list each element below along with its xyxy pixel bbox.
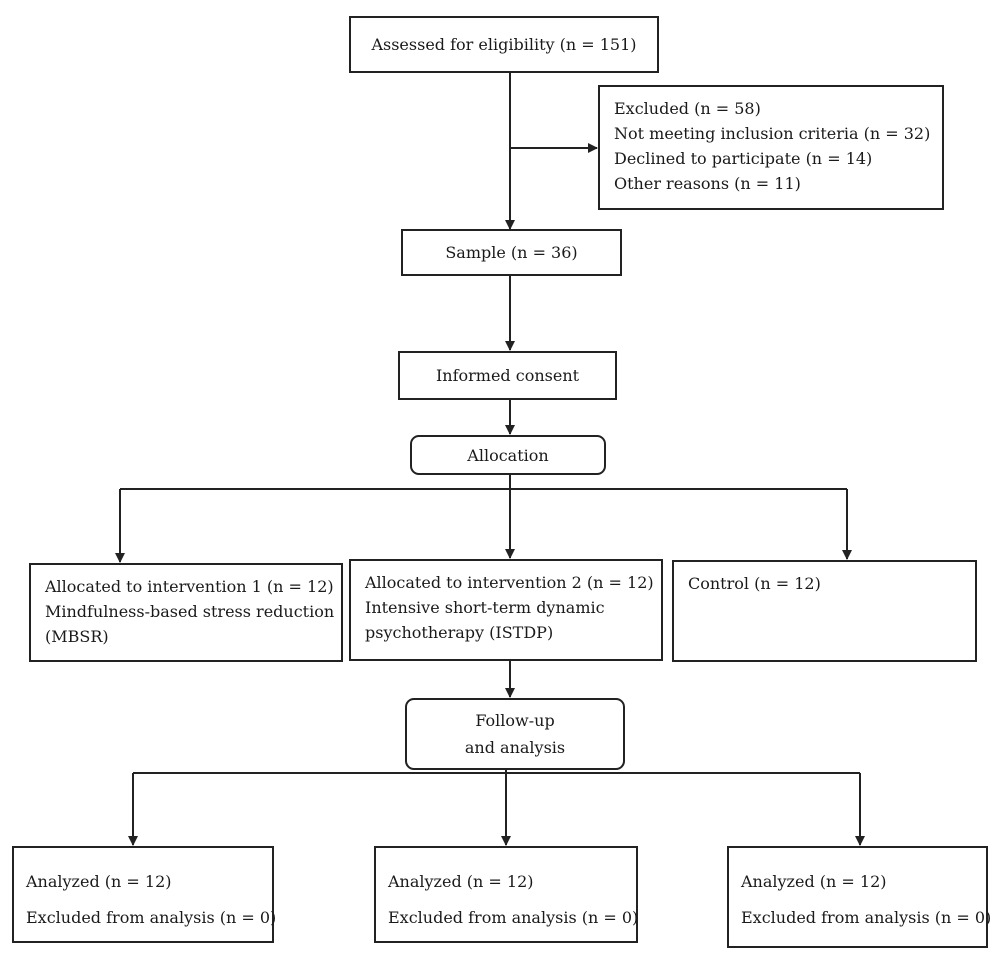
eligibility-box: Assessed for eligibility (n = 151): [349, 16, 659, 73]
intervention-2-line-3: psychotherapy (ISTDP): [365, 623, 554, 642]
result-2-analyzed: Analyzed (n = 12): [388, 872, 534, 891]
excluded-other-reasons: Other reasons (n = 11): [614, 174, 801, 193]
intervention-1-line-2: Mindfulness-based stress reduction: [45, 602, 335, 621]
control-box: Control (n = 12): [672, 560, 977, 662]
allocation-box: Allocation: [410, 435, 606, 475]
result-1-analyzed: Analyzed (n = 12): [26, 872, 172, 891]
intervention-1-line-3: (MBSR): [45, 627, 109, 646]
result-3-box: Analyzed (n = 12) Excluded from analysis…: [727, 846, 992, 948]
result-2-box: Analyzed (n = 12) Excluded from analysis…: [374, 846, 638, 943]
followup-box: Follow-up and analysis: [405, 698, 625, 770]
sample-label: Sample (n = 36): [445, 243, 578, 262]
sample-box: Sample (n = 36): [401, 229, 622, 276]
intervention-2-line-1: Allocated to intervention 2 (n = 12): [365, 573, 654, 592]
result-1-box: Analyzed (n = 12) Excluded from analysis…: [12, 846, 277, 943]
followup-line-1: Follow-up: [475, 711, 555, 730]
intervention-2-box: Allocated to intervention 2 (n = 12) Int…: [349, 559, 663, 661]
result-1-excluded: Excluded from analysis (n = 0): [26, 908, 277, 927]
result-2-excluded: Excluded from analysis (n = 0): [388, 908, 639, 927]
excluded-box: Excluded (n = 58) Not meeting inclusion …: [598, 85, 944, 210]
followup-line-2: and analysis: [464, 738, 566, 757]
consent-box: Informed consent: [398, 351, 617, 400]
allocation-label: Allocation: [467, 445, 549, 465]
result-3-analyzed: Analyzed (n = 12): [741, 872, 887, 891]
excluded-total: Excluded (n = 58): [614, 99, 761, 118]
intervention-1-box: Allocated to intervention 1 (n = 12) Min…: [29, 563, 343, 662]
excluded-inclusion-criteria: Not meeting inclusion criteria (n = 32): [614, 124, 931, 143]
intervention-2-line-2: Intensive short-term dynamic: [365, 598, 605, 617]
excluded-declined: Declined to participate (n = 14): [614, 149, 873, 168]
eligibility-label: Assessed for eligibility (n = 151): [371, 35, 637, 54]
consent-label: Informed consent: [435, 366, 580, 385]
result-3-excluded: Excluded from analysis (n = 0): [741, 908, 992, 927]
intervention-1-line-1: Allocated to intervention 1 (n = 12): [45, 577, 334, 596]
control-line-1: Control (n = 12): [688, 574, 821, 593]
